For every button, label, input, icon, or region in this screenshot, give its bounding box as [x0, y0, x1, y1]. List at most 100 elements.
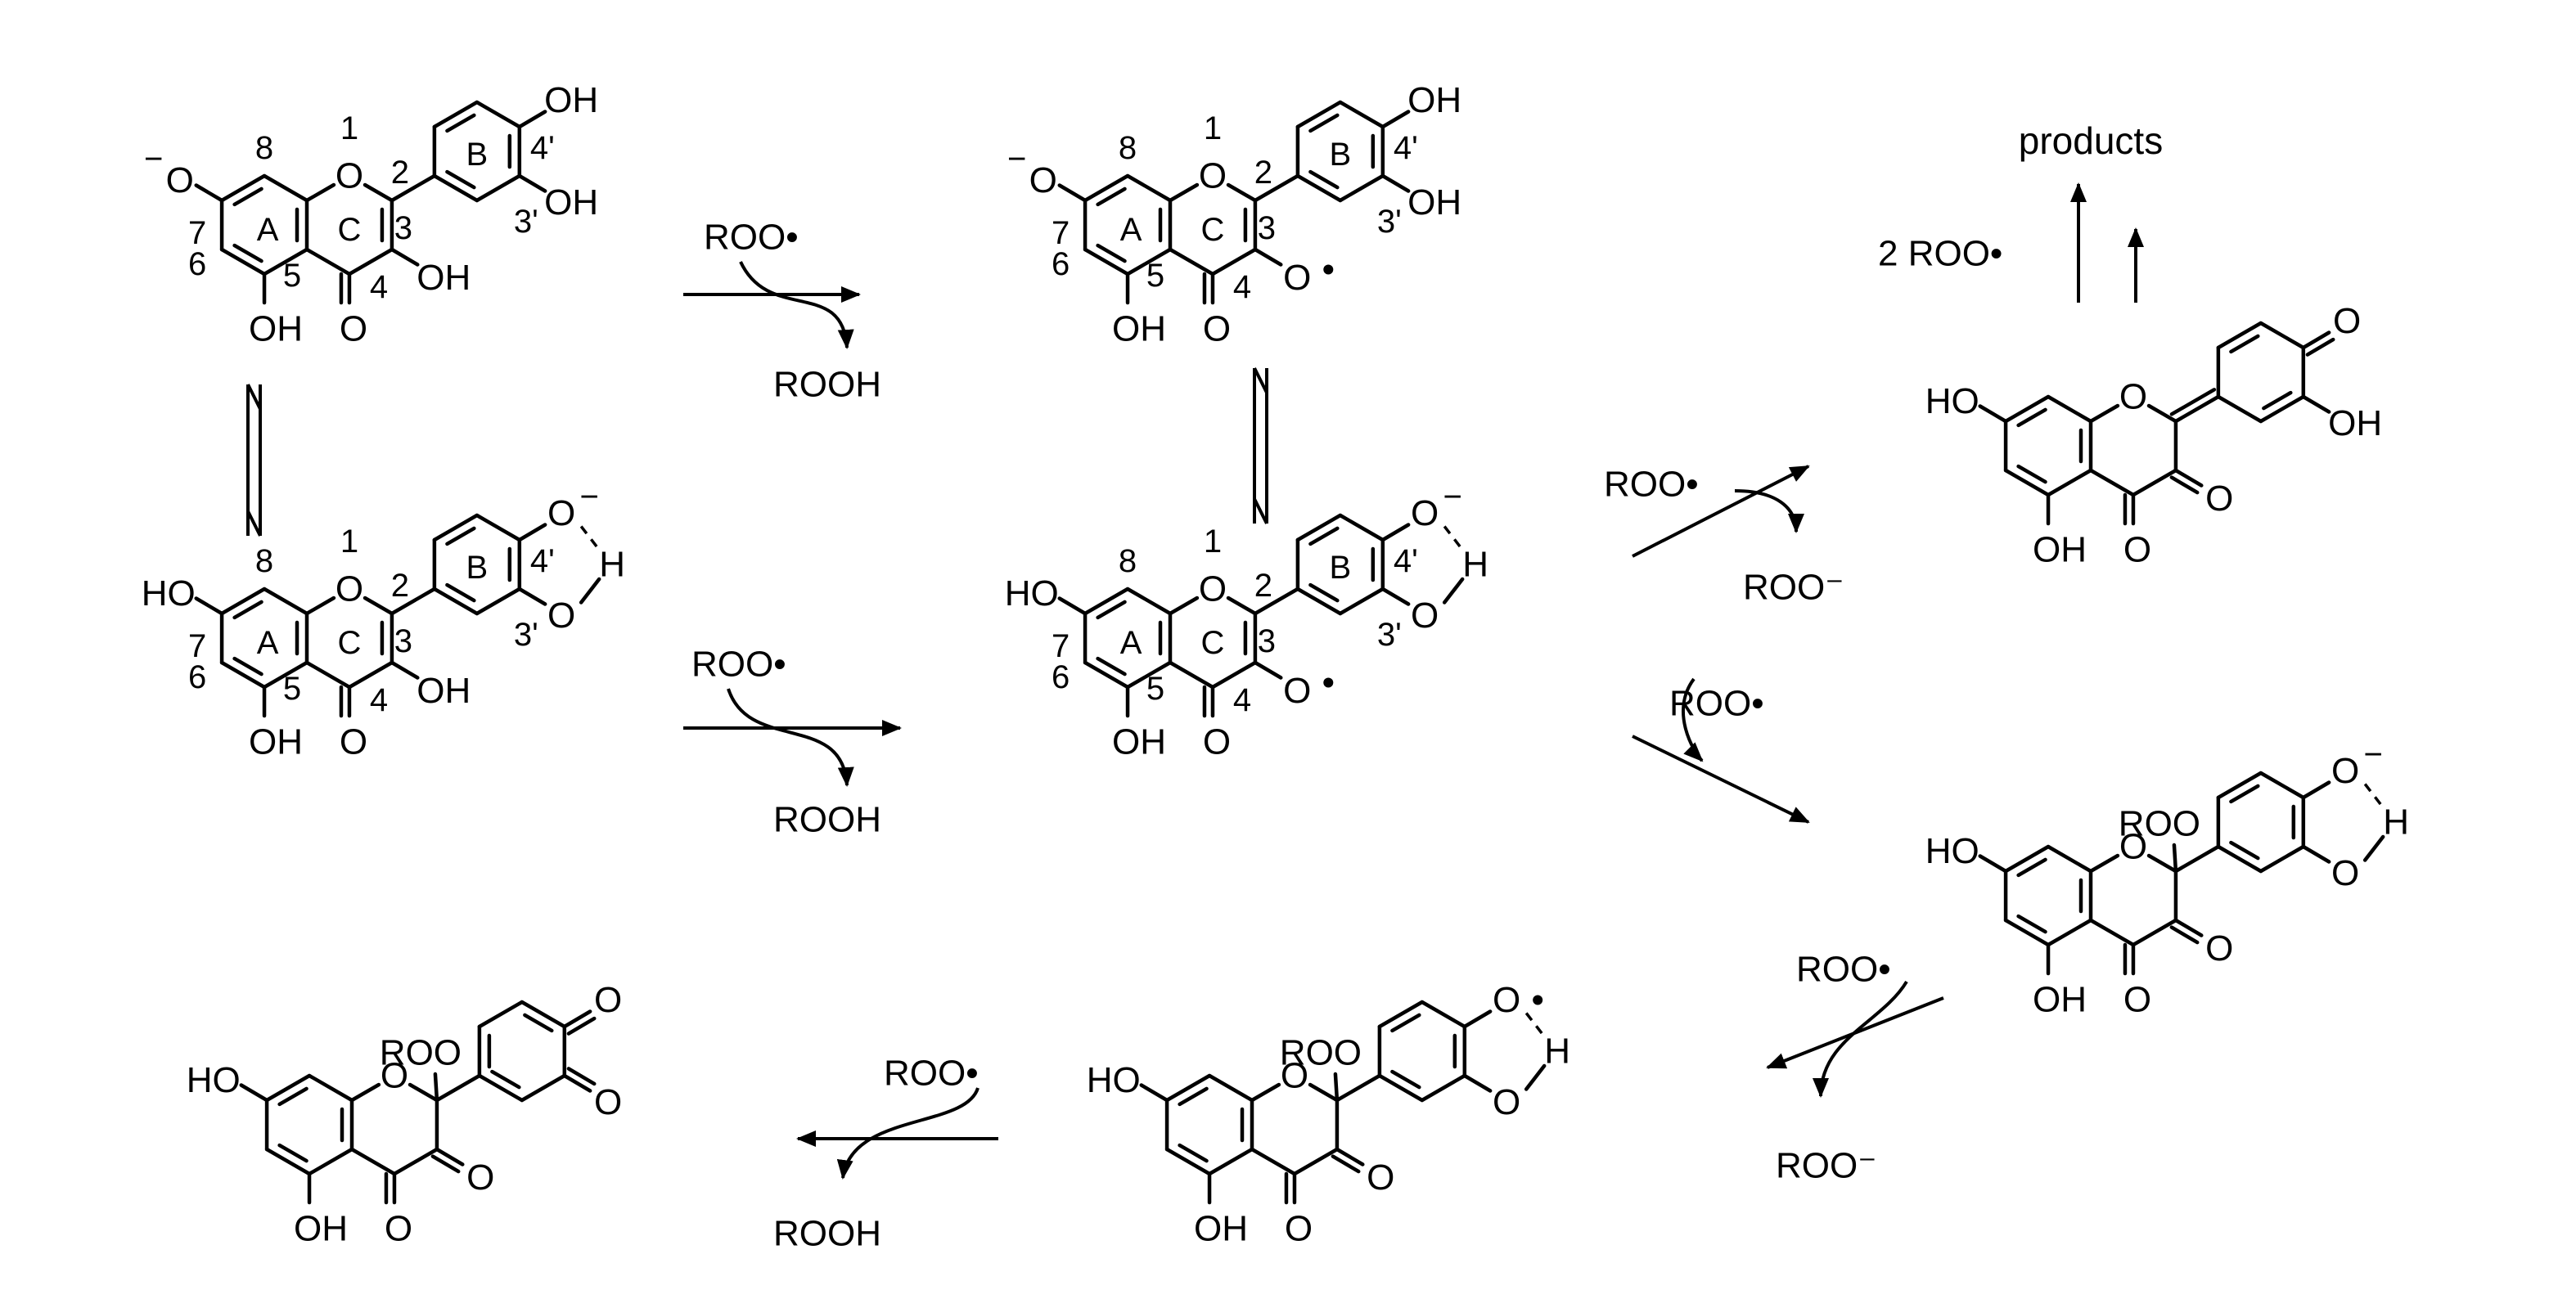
position-label: 2 — [391, 155, 409, 191]
hydroxyl-bond — [390, 247, 420, 267]
ring-a-bond — [262, 173, 309, 203]
carbonyl-bond-second — [430, 1154, 461, 1174]
bridging-hydrogen-label: H — [1462, 545, 1488, 585]
arrow-c4-to-c5: ROO•ROO⁻ — [1604, 465, 1844, 608]
hydroxyl-bond — [194, 596, 224, 616]
ring-a-double-inner — [1178, 1143, 1209, 1163]
hydroxyl-bond — [194, 183, 224, 203]
ring-a-double — [219, 660, 267, 690]
curved-arrow — [836, 1087, 980, 1180]
ring-oxygen-label: O — [1199, 156, 1227, 196]
position-label: 4' — [1394, 543, 1418, 579]
ring-a-double — [1083, 173, 1130, 203]
oxygen-4p-label: O — [547, 493, 575, 533]
ring-b-label: B — [1330, 550, 1352, 586]
ring-c-bond — [1250, 1082, 1281, 1103]
position-label: 8 — [1119, 130, 1137, 166]
biaryl-bond — [1335, 1073, 1382, 1103]
ring-a-double — [264, 1073, 312, 1103]
ring-c-bond — [2088, 853, 2120, 874]
ring-oxygen-label: O — [1199, 569, 1227, 609]
ring-b-label: B — [466, 550, 489, 586]
ring-c-label: C — [1201, 212, 1225, 248]
hydroxyl-7-label: HO — [142, 573, 196, 614]
ring-b-double-inner — [445, 113, 476, 133]
ring-b-double-inner — [445, 169, 476, 190]
ring-c-bond — [304, 596, 336, 616]
ring-c-bond — [1226, 182, 1258, 203]
phenolate-7-label: O — [166, 160, 194, 200]
position-label: 8 — [255, 543, 273, 579]
carbonyl-oxygen-label: O — [2205, 928, 2233, 969]
hydrogen-bond — [1524, 1012, 1546, 1038]
ring-c-bond — [363, 596, 394, 616]
hydroxyl-bond — [390, 660, 420, 680]
ring-b-bond — [2216, 394, 2263, 424]
biaryl-bond — [2173, 844, 2221, 874]
arrow-c4-to-c6: ROO• — [1632, 677, 1810, 824]
bridging-hydrogen-label: H — [1544, 1032, 1570, 1072]
ring-a-double-inner — [1096, 187, 1127, 207]
ring-a-double-inner — [2016, 914, 2047, 934]
arrow-c6-to-c7: ROO•ROO⁻ — [1766, 950, 1944, 1186]
carbonyl-bond — [562, 1009, 592, 1029]
ring-a-double-inner — [232, 600, 263, 620]
hydroxyl-bond — [239, 1083, 269, 1103]
hydrogen-bond — [579, 525, 601, 551]
oxy-bond — [1253, 247, 1283, 267]
carbonyl-oxygen-label: O — [2123, 530, 2151, 570]
equilibrium-barb — [246, 384, 262, 410]
peroxy-substituent-label: ROO — [2119, 804, 2200, 844]
ring-b-double-inner — [523, 1013, 554, 1033]
ring-a-double — [1083, 660, 1130, 690]
ring-b-double — [432, 173, 480, 203]
carbonyl-bond — [2301, 330, 2331, 350]
ring-a-bond — [1207, 1147, 1254, 1176]
ring-b-double-inner — [2229, 840, 2260, 861]
carbonyl-oxygen-label: O — [1203, 309, 1231, 349]
hydroxyl-3-label: OH — [417, 671, 471, 711]
position-label: 2 — [1254, 155, 1272, 191]
carbonyl-bond-second — [2305, 337, 2335, 357]
ring-c-bond — [1168, 247, 1215, 276]
carbonyl-bond — [562, 1073, 592, 1093]
ring-a-bond — [2046, 918, 2093, 947]
hydroxyl-3p-label: OH — [1407, 182, 1461, 222]
carbonyl-oxygen-label: O — [594, 1082, 622, 1122]
ring-c-bond — [1210, 660, 1258, 690]
arrow-c1-to-c3: ROO•ROOH — [683, 218, 881, 405]
hydroxyl-bond — [517, 110, 547, 129]
ring-a-double — [219, 247, 267, 276]
hydroxyl-bond — [1057, 183, 1088, 203]
hydroxyl-bond — [1380, 110, 1411, 129]
carbonyl-oxygen-label: O — [466, 1157, 494, 1198]
ring-oxygen-label: O — [2119, 827, 2147, 867]
position-label: 3 — [394, 210, 412, 246]
hydroxyl-5-label: OH — [249, 309, 303, 349]
ring-b-double — [432, 100, 480, 129]
position-label: 4' — [530, 543, 555, 579]
position-label: 5 — [283, 258, 301, 294]
hydroxyl-bond — [517, 587, 547, 606]
ring-a-double — [1083, 587, 1130, 616]
products-label: products — [2019, 119, 2163, 162]
ring-b-bond — [1338, 173, 1385, 203]
ring-c-bond — [2088, 918, 2136, 947]
carbonyl-bond — [435, 1147, 465, 1166]
carbonyl-bond-second — [566, 1067, 597, 1086]
reagent-label: ROO⁻ — [1743, 568, 1844, 608]
oxygen-3p-label: O — [547, 596, 575, 636]
ring-oxygen-label: O — [336, 156, 363, 196]
phenolate-7-label: O — [1029, 160, 1057, 200]
peroxy-substituent-label: ROO — [380, 1033, 462, 1073]
ring-b-double — [1295, 513, 1343, 542]
oxygen-3p-label: O — [2331, 853, 2359, 893]
ring-a-double-inner — [1096, 243, 1127, 263]
ring-b-double-inner — [1390, 1069, 1421, 1090]
ring-c-bond — [1226, 596, 1258, 616]
hydroxyl-bond — [1524, 1063, 1547, 1091]
